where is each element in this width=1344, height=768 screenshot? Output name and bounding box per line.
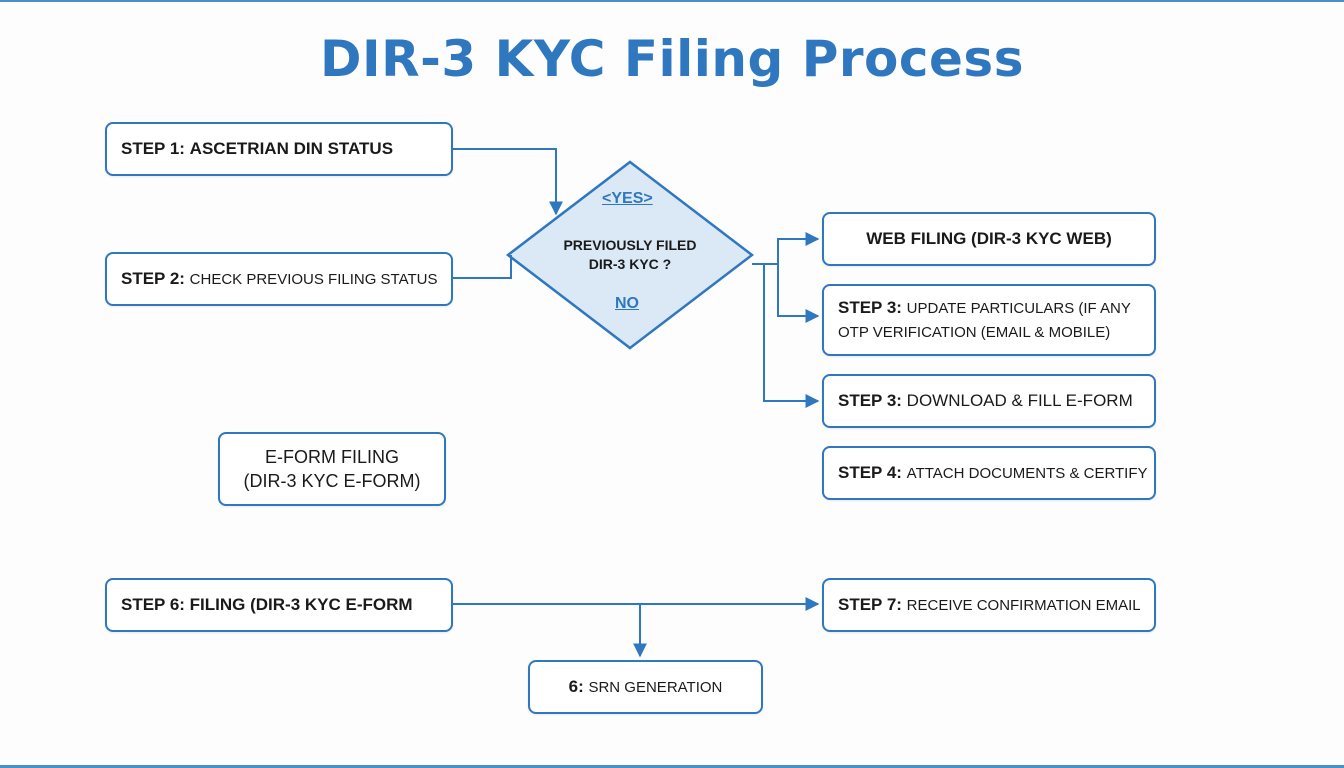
decision-question-line2: DIR-3 KYC ? [588, 256, 672, 272]
connector-step1-decision [453, 148, 563, 216]
step3-download-label: STEP 3: [838, 391, 902, 410]
step4-label: STEP 4: [838, 463, 902, 482]
step1-text: ASCETRIAN DIN STATUS [189, 139, 394, 158]
decision-yes-label: <YES> [602, 190, 653, 207]
eform-filing-line1: E-FORM FILING [265, 447, 399, 467]
srn-box: 6: SRN GENERATION [528, 660, 763, 714]
decision-diamond [505, 160, 755, 350]
step4-box: STEP 4: ATTACH DOCUMENTS & CERTIFY [822, 446, 1156, 500]
step3-update-line2: OTP VERIFICATION (EMAIL & MOBILE) [838, 323, 1111, 341]
decision-no-label: NO [615, 295, 639, 312]
step3-download-text: DOWNLOAD & FILL E-FORM [906, 391, 1133, 410]
step2-label: STEP 2: [121, 269, 185, 288]
bottom-border [0, 765, 1344, 768]
web-filing-text: WEB FILING (DIR-3 KYC WEB) [866, 229, 1112, 248]
step2-text: CHECK PREVIOUS FILING STATUS [189, 270, 438, 288]
step7-label: STEP 7: [838, 595, 902, 614]
decision-question-line1: PREVIOUSLY FILED [563, 237, 697, 253]
step3-update-line1: UPDATE PARTICULARS (IF ANY [906, 299, 1131, 317]
step6-label: STEP 6: [121, 595, 185, 614]
connector-step2-decision [453, 255, 512, 279]
decision-question: PREVIOUSLY FILED DIR-3 KYC ? [540, 236, 720, 274]
step7-text: RECEIVE CONFIRMATION EMAIL [906, 596, 1141, 614]
step1-label: STEP 1: [121, 139, 185, 158]
step4-text: ATTACH DOCUMENTS & CERTIFY [906, 464, 1148, 482]
step6-box: STEP 6: FILING (DIR-3 KYC E-FORM [105, 578, 453, 632]
web-filing-box: WEB FILING (DIR-3 KYC WEB) [822, 212, 1156, 266]
step3-update-box: STEP 3: UPDATE PARTICULARS (IF ANY OTP V… [822, 284, 1156, 356]
step7-box: STEP 7: RECEIVE CONFIRMATION EMAIL [822, 578, 1156, 632]
srn-label: 6: [568, 677, 584, 696]
step1-box: STEP 1: ASCETRIAN DIN STATUS [105, 122, 453, 176]
step2-box: STEP 2: CHECK PREVIOUS FILING STATUS [105, 252, 453, 306]
srn-text: SRN GENERATION [588, 678, 723, 696]
eform-filing-line2: (DIR-3 KYC E-FORM) [243, 471, 421, 491]
page-title: DIR-3 KYC Filing Process [320, 30, 1024, 88]
connector-decision-web [752, 232, 820, 265]
connector-decision-update [777, 264, 820, 323]
eform-filing-box: E-FORM FILING (DIR-3 KYC E-FORM) [218, 432, 446, 506]
top-border [0, 0, 1344, 2]
step6-text: FILING (DIR-3 KYC E-FORM [189, 595, 413, 614]
connector-decision-download [752, 263, 820, 408]
step3-download-box: STEP 3: DOWNLOAD & FILL E-FORM [822, 374, 1156, 428]
step3-update-label: STEP 3: [838, 297, 902, 317]
